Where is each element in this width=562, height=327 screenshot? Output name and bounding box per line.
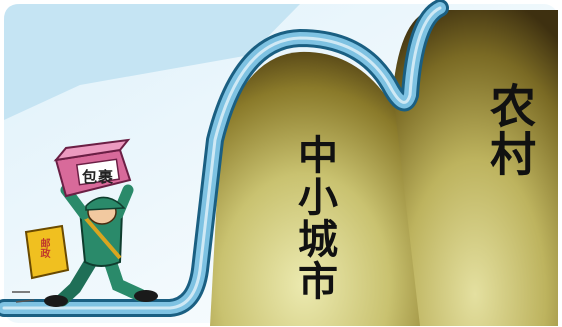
mail-bag-icon [24,224,70,280]
sky-band [4,4,300,120]
mail-bag-label: 邮政 [38,238,49,258]
mid-small-city-label: 中小城市 [291,134,337,302]
city-mountain [210,51,420,326]
package-label: 包裹 [82,168,115,186]
rural-label: 农村 [483,82,537,178]
package-icon [53,138,132,198]
motion-lines [12,291,35,303]
rural-mountain [392,10,558,326]
road-highlight [2,6,442,310]
cartoon-postman [44,184,158,307]
